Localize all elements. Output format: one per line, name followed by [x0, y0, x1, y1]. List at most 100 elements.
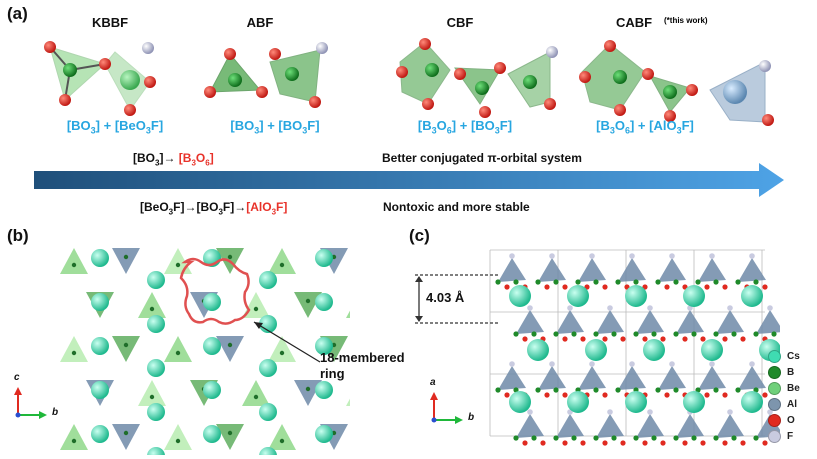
al-tetrahedron [756, 310, 780, 334]
al-tetrahedron [498, 258, 526, 282]
al-tetrahedron [556, 414, 584, 438]
chain-atom [531, 331, 537, 337]
atom-dot [175, 262, 181, 268]
al-tetrahedron [498, 366, 526, 390]
legend-item: Al [768, 396, 797, 412]
cs-atom [315, 425, 333, 443]
cs-atom [259, 315, 277, 333]
trend-top: [BO3]→ [B3O6] [133, 151, 214, 168]
chain-atom [513, 331, 519, 337]
polyhedron [294, 380, 322, 406]
cs-atom [527, 339, 549, 361]
kbbf-molecule [44, 41, 156, 116]
polyhedron [60, 336, 88, 362]
crystal-name-cbf: CBF [446, 15, 474, 30]
cs-atom [315, 293, 333, 311]
chain-atom [704, 392, 710, 398]
cs-atom [643, 339, 665, 361]
chain-atom [713, 279, 719, 285]
trend-arrow [34, 163, 784, 197]
atom-dot [149, 394, 155, 400]
atom-dot [227, 342, 233, 348]
atom-dot [305, 298, 311, 304]
cs-atom [585, 339, 607, 361]
molecules-illustration [44, 38, 774, 126]
chain-atom [655, 279, 661, 285]
legend-swatch [768, 413, 781, 427]
f-atom [549, 361, 555, 367]
f-atom [749, 361, 755, 367]
al-tetrahedron [698, 366, 726, 390]
chain-atom [620, 336, 626, 342]
chain-atom [504, 392, 510, 398]
crystal-name-kbbf: KBBF [91, 15, 129, 30]
al-tetrahedron [516, 414, 544, 438]
legend-label: Be [787, 382, 800, 394]
legend-item: Cs [768, 348, 800, 364]
cs-atom [203, 337, 221, 355]
al-tetrahedron [658, 258, 686, 282]
atom-dot [227, 254, 233, 260]
chain-atom [562, 392, 568, 398]
chain-atom [722, 440, 728, 446]
chain-atom [513, 387, 519, 393]
chain-atom [753, 279, 759, 285]
chain-atom [602, 440, 608, 446]
al-tetrahedron [578, 258, 606, 282]
polyhedron [216, 336, 244, 362]
formula-abf: [BO3] + [BO3F] [230, 118, 320, 136]
atom-dot [227, 430, 233, 436]
cs-atom [625, 391, 647, 413]
legend-swatch [768, 365, 781, 379]
chain-atom [540, 440, 546, 446]
chain-atom [673, 279, 679, 285]
formula-cabf: [B3O6] + [AlO3F] [596, 118, 694, 136]
chain-atom [593, 331, 599, 337]
chain-atom [642, 440, 648, 446]
chain-atom [580, 440, 586, 446]
cs-atom [147, 271, 165, 289]
chain-atom [700, 336, 706, 342]
cabf-molecule [579, 40, 774, 126]
element-legend: Cs B Be Al O F [768, 348, 813, 448]
al-tetrahedron [538, 258, 566, 282]
distance-marker [415, 274, 500, 324]
trend-bottom: [BeO3F]→[BO3F]→[AlO3F] [140, 200, 288, 217]
atom-dot [279, 262, 285, 268]
cs-atom [741, 391, 763, 413]
chain-atom [602, 336, 608, 342]
cs-atom [259, 359, 277, 377]
al-tetrahedron [636, 414, 664, 438]
polyhedron [112, 424, 140, 450]
chain-atom [562, 284, 568, 290]
al-tetrahedron [596, 310, 624, 334]
chain-atom [562, 336, 568, 342]
cs-atom [91, 425, 109, 443]
al-tetrahedron [738, 258, 766, 282]
chain-atom [562, 440, 568, 446]
cs-atom [147, 359, 165, 377]
cs-atom [91, 337, 109, 355]
atom-dot [71, 350, 77, 356]
chain-atom [522, 440, 528, 446]
f-atom [607, 305, 613, 311]
chain-atom [602, 284, 608, 290]
chain-atom [664, 284, 670, 290]
chain-atom [753, 331, 759, 337]
chain-atom [762, 392, 768, 398]
chain-atom [504, 284, 510, 290]
panel-b-structure [50, 240, 350, 455]
panel-b-axis-b: b [52, 407, 59, 418]
distance-label: 4.03 Å [426, 290, 465, 305]
cs-atom [203, 381, 221, 399]
cs-atom [203, 425, 221, 443]
chain-atom [655, 387, 661, 393]
cs-atom [683, 285, 705, 307]
legend-item: F [768, 428, 793, 444]
chain-atom [704, 284, 710, 290]
f-atom [589, 253, 595, 259]
chain-atom [602, 392, 608, 398]
f-atom [767, 305, 773, 311]
polyhedron [268, 336, 296, 362]
chain-atom [651, 435, 657, 441]
